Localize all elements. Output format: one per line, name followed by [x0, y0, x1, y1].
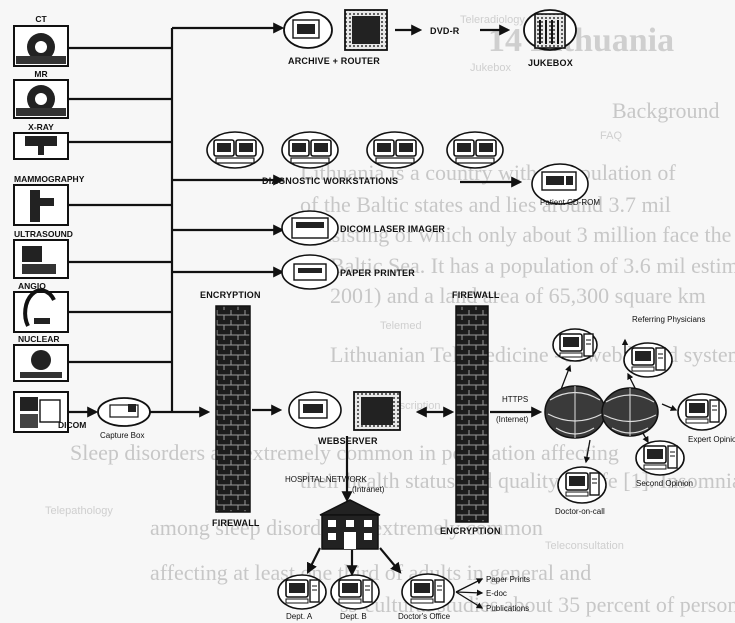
expert-opinion: Expert Opinion	[678, 394, 735, 444]
modality-label: MAMMOGRAPHY	[14, 174, 85, 184]
dept-a-label: Dept. A	[286, 612, 313, 621]
dept-b-label: Dept. B	[340, 612, 367, 621]
paper-printer-label: PAPER PRINTER	[340, 268, 415, 278]
webserver-label: WEBSERVER	[318, 436, 378, 446]
expert-opinion-label: Expert Opinion	[688, 435, 735, 444]
modality-angio: ANGIO	[14, 281, 68, 332]
paper-printer: PAPER PRINTER	[282, 255, 415, 289]
modality-label: DICOM	[58, 420, 86, 430]
encryption-label: ENCRYPTION	[200, 290, 261, 300]
dept-b: Dept. B	[331, 575, 379, 621]
internet-label: (Internet)	[496, 415, 529, 424]
output-label: Paper Prints	[486, 575, 530, 584]
archive-router: ARCHIVE + ROUTER	[284, 10, 387, 66]
modality-label: MR	[34, 69, 47, 79]
internet-globe	[545, 386, 658, 438]
firewall-label: FIREWALL	[452, 290, 500, 300]
doctors-office-label: Doctor's Office	[398, 612, 451, 621]
archive-router-label: ARCHIVE + ROUTER	[288, 56, 380, 66]
modality-label: ANGIO	[18, 281, 46, 291]
firewall-left: ENCRYPTION FIREWALL	[200, 290, 261, 528]
doctors-office: Doctor's Office	[398, 574, 454, 621]
second-opinion: Second Opinion	[636, 441, 693, 488]
referring-station	[624, 343, 672, 377]
patient-cd-rom-label: Patient CD-ROM	[540, 198, 600, 207]
modality-label: CT	[35, 14, 47, 24]
https-label: HTTPS	[502, 395, 528, 404]
output-label: Publications	[486, 604, 529, 613]
modality-mammography: MAMMOGRAPHY	[14, 174, 85, 225]
dept-a: Dept. A	[278, 575, 326, 621]
webserver: WEBSERVER	[289, 392, 400, 446]
hospital-network-label: HOSPITAL NETWORK	[285, 475, 367, 484]
output-label: E-doc	[486, 589, 507, 598]
dvd-r-label: DVD-R	[430, 26, 460, 36]
capture-box: Capture Box	[98, 398, 150, 440]
capture-box-label: Capture Box	[100, 431, 144, 440]
doctor-on-call-label: Doctor-on-call	[555, 507, 605, 516]
referring-physicians-label: Referring Physicians	[632, 315, 705, 324]
modality-label: ULTRASOUND	[14, 229, 73, 239]
modality-ct: CT	[14, 14, 68, 66]
diagnostic-workstations: DIAGNOSTIC WORKSTATIONS	[207, 132, 503, 186]
doctor-on-call: Doctor-on-call	[555, 467, 606, 516]
intranet-label: (Intranet)	[352, 485, 385, 494]
modality-xray: X-RAY	[14, 122, 68, 159]
firewall-label: FIREWALL	[212, 518, 260, 528]
modality-ultrasound: ULTRASOUND	[14, 229, 73, 278]
encryption-label: ENCRYPTION	[440, 526, 501, 536]
jukebox: JUKEBOX	[524, 10, 576, 68]
dicom-laser-imager: DICOM LASER IMAGER	[282, 211, 445, 245]
modality-label: NUCLEAR	[18, 334, 60, 344]
second-opinion-label: Second Opinion	[636, 479, 693, 488]
modality-nuclear: NUCLEAR	[14, 334, 68, 381]
patient-cd-rom: Patient CD-ROM	[532, 164, 600, 207]
hospital-building	[320, 500, 380, 549]
modality-mr: MR	[14, 69, 68, 118]
jukebox-label: JUKEBOX	[528, 58, 573, 68]
modality-label: X-RAY	[28, 122, 54, 132]
diagnostic-workstations-label: DIAGNOSTIC WORKSTATIONS	[262, 176, 398, 186]
dicom-laser-imager-label: DICOM LASER IMAGER	[340, 224, 445, 234]
